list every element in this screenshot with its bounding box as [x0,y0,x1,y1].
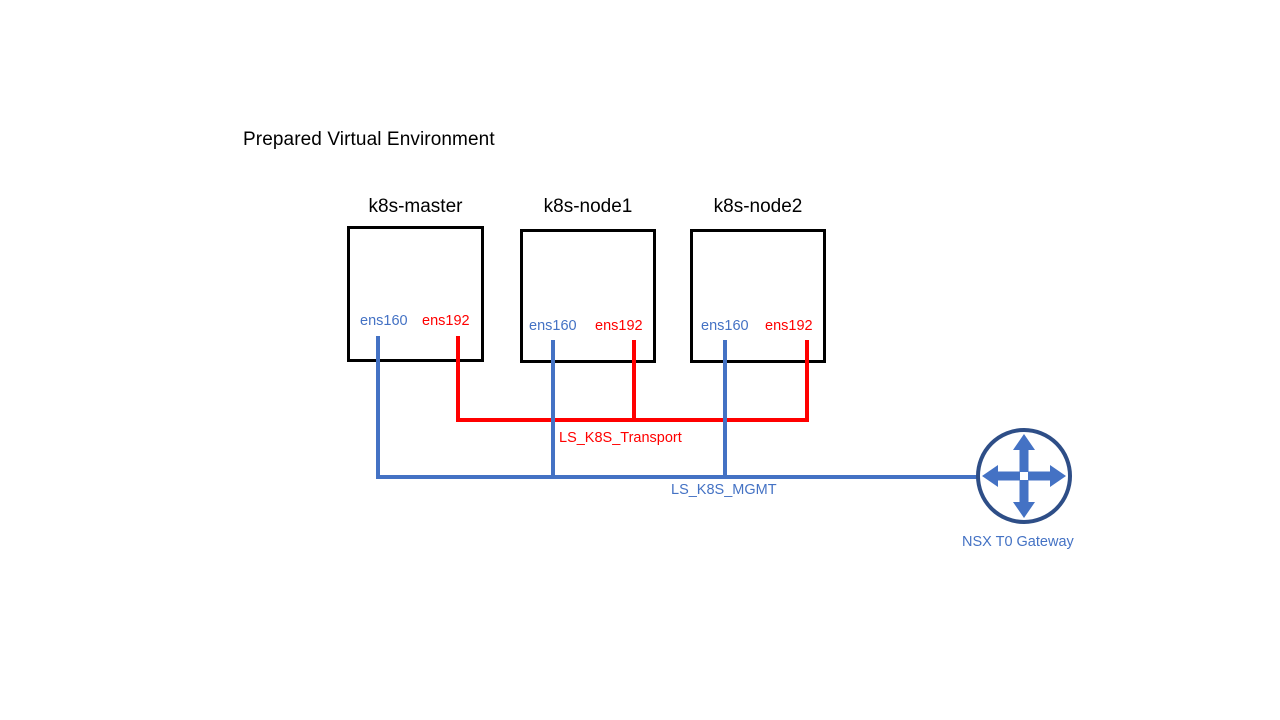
nic-label-k8s-node1-ens160: ens160 [529,318,577,334]
wire-transport-drop-k8s-node2 [805,340,809,422]
nic-label-k8s-master-ens160: ens160 [360,313,408,329]
wire-mgmt-drop-k8s-master [376,336,380,477]
wire-mgmt-bus [376,475,982,479]
vm-box-k8s-node1[interactable] [520,229,656,363]
router-arrows-icon [976,428,1072,524]
nic-label-k8s-node2-ens160: ens160 [701,318,749,334]
vm-title-k8s-node1: k8s-node1 [543,196,633,217]
wire-mgmt-drop-k8s-node1 [551,340,555,477]
wire-transport-drop-k8s-master [456,336,460,422]
vm-box-k8s-master[interactable] [347,226,484,362]
nic-label-k8s-node2-ens192: ens192 [765,318,813,334]
wire-transport-bus [456,418,809,422]
vm-box-k8s-node2[interactable] [690,229,826,363]
nsx-gateway[interactable] [972,427,1076,527]
vm-title-k8s-master: k8s-master [368,196,463,217]
wire-transport-drop-k8s-node1 [632,340,636,422]
network-label-mgmt: LS_K8S_MGMT [671,482,777,498]
nic-label-k8s-node1-ens192: ens192 [595,318,643,334]
vm-title-k8s-node2: k8s-node2 [713,196,803,217]
network-label-transport: LS_K8S_Transport [559,430,682,446]
nic-label-k8s-master-ens192: ens192 [422,313,470,329]
page-title: Prepared Virtual Environment [243,129,495,150]
nsx-gateway-label: NSX T0 Gateway [962,534,1074,550]
wire-mgmt-drop-k8s-node2 [723,340,727,477]
